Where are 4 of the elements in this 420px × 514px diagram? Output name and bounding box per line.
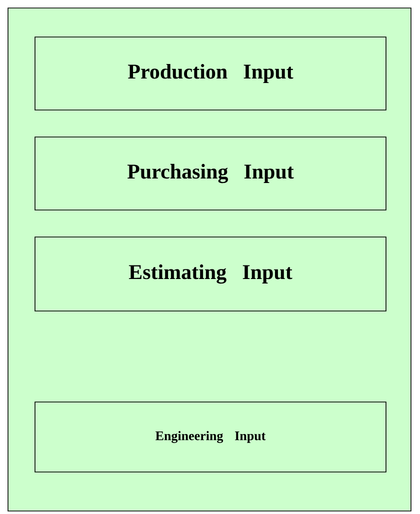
input-box: Estimating Input	[34, 236, 386, 312]
input-box: Purchasing Input	[34, 136, 386, 210]
input-box: Engineering Input	[34, 402, 386, 472]
input-box: Production Input	[34, 36, 386, 110]
